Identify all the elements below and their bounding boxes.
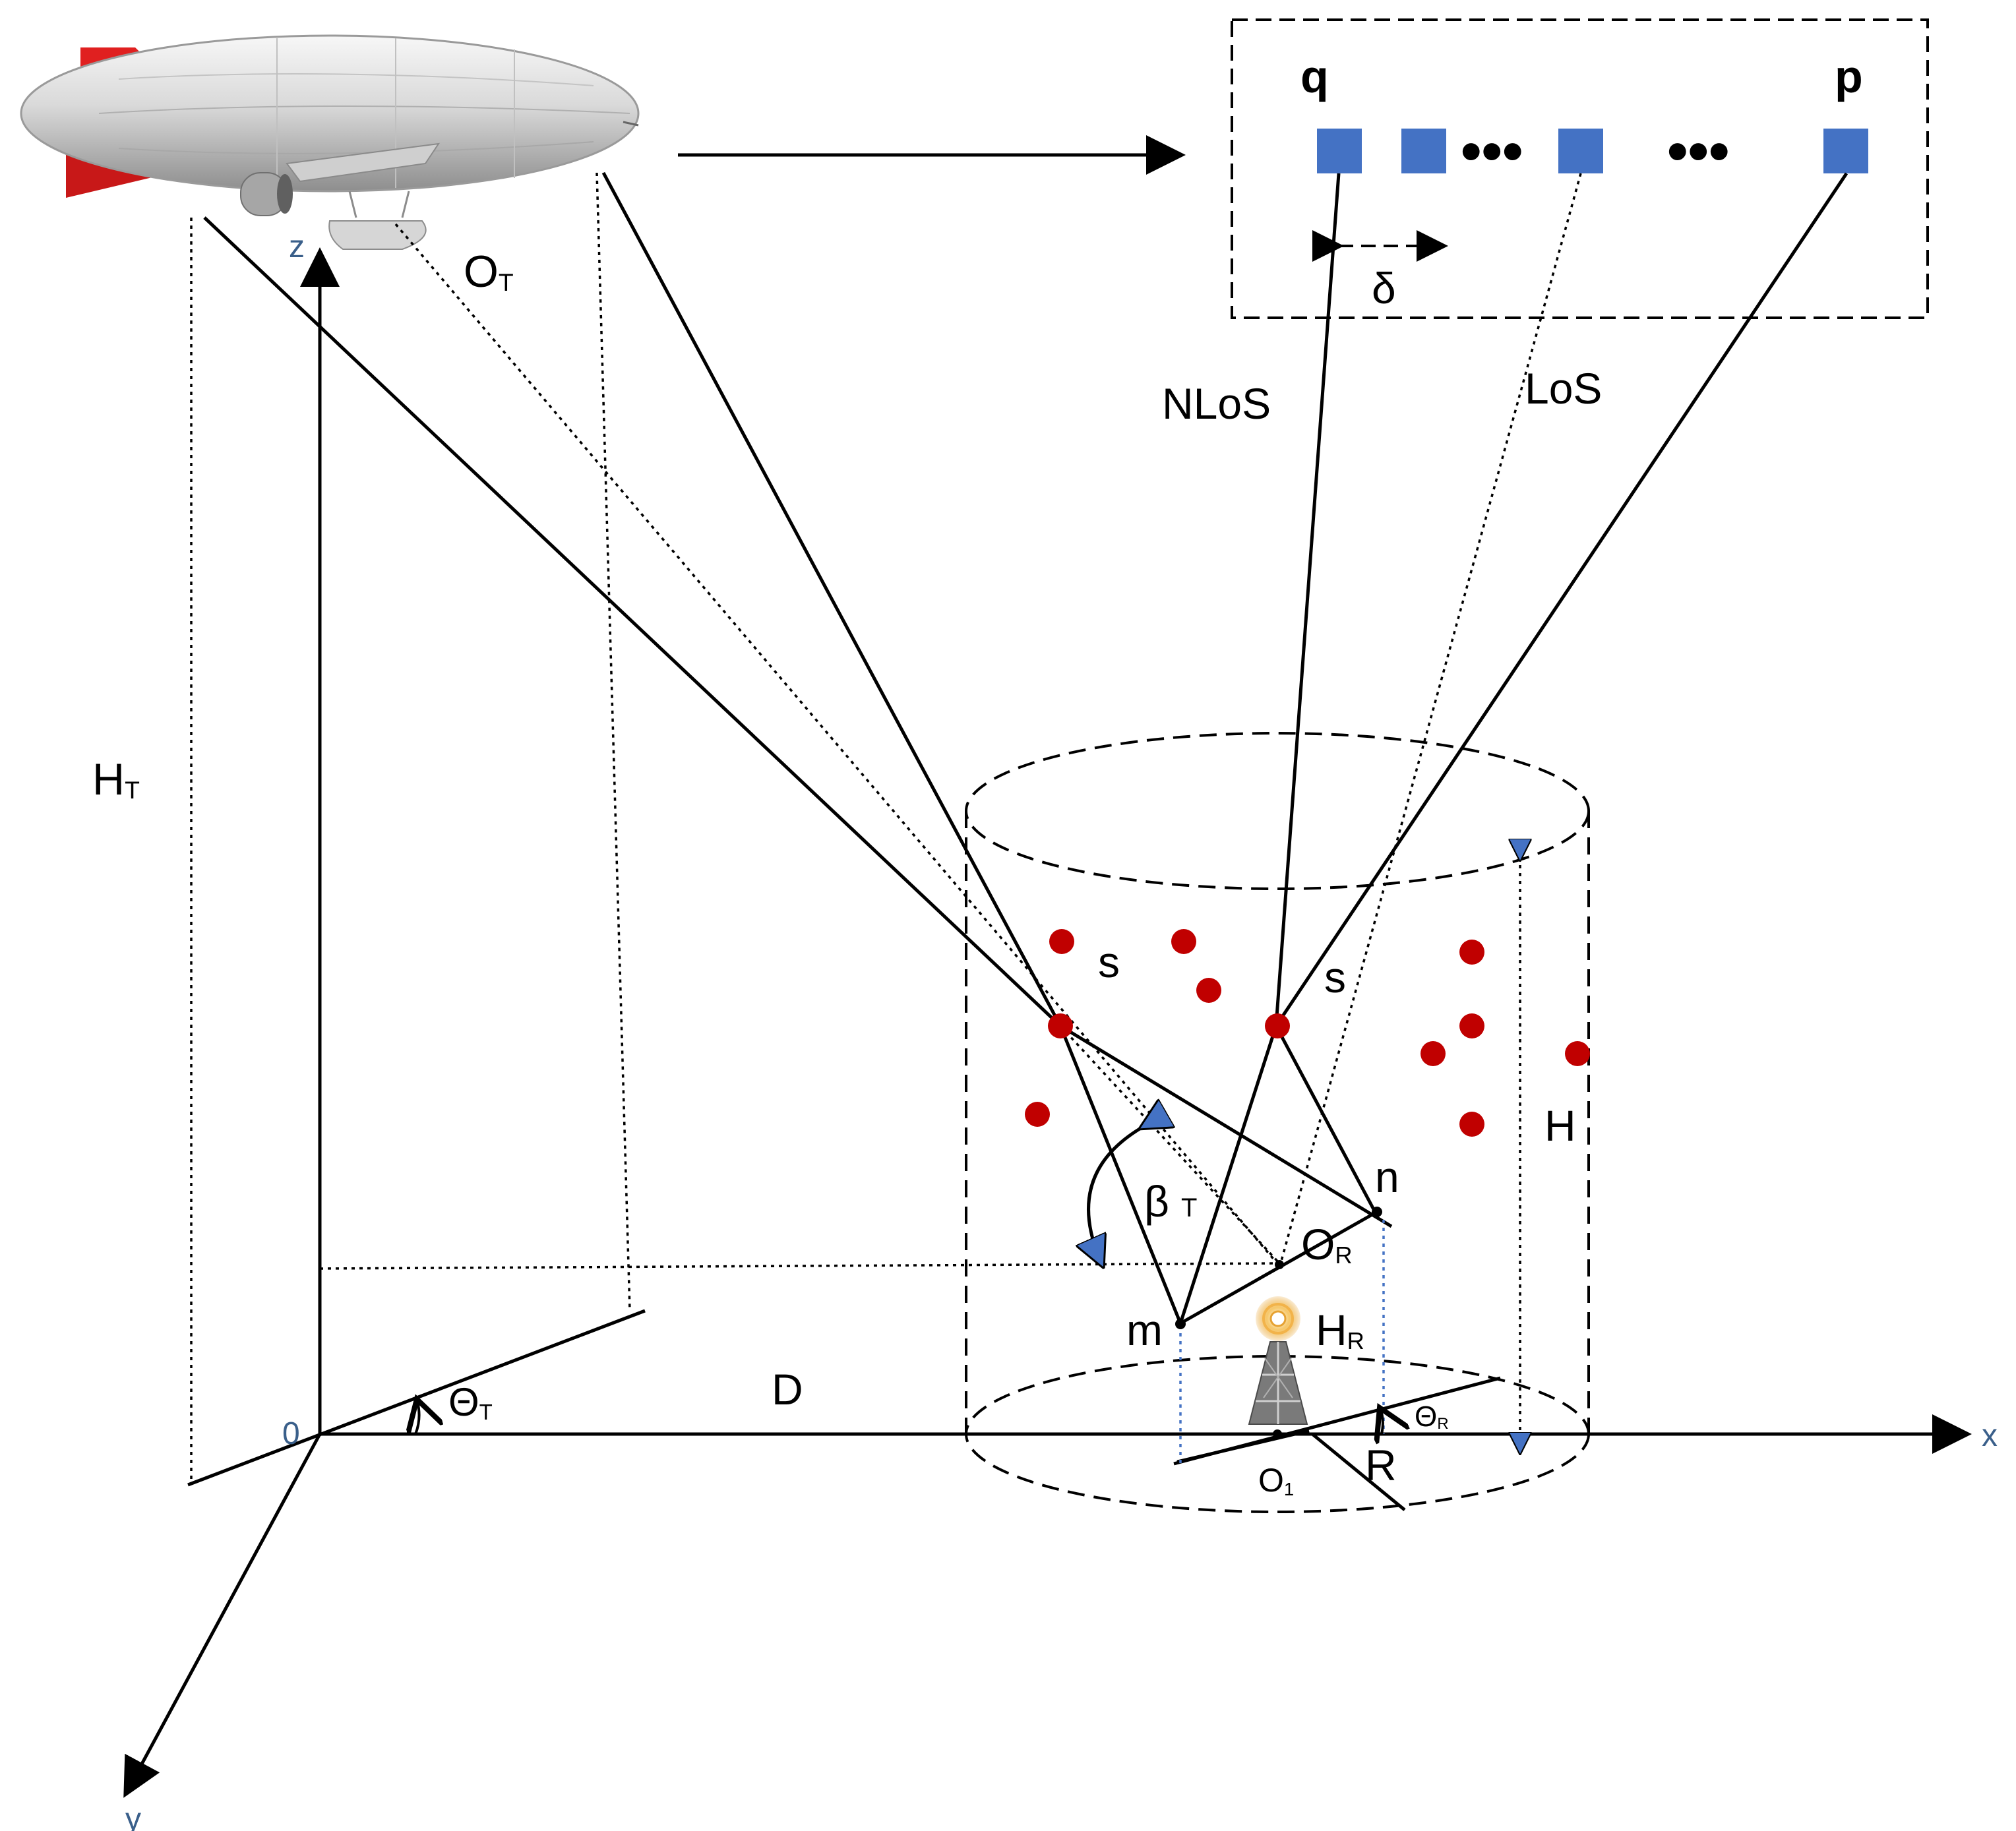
label-m: m [1126,1306,1163,1354]
axis-label-z: z [289,229,305,264]
label-LoS: LoS [1525,364,1602,413]
label-H-R: HR [1316,1306,1364,1354]
node-O-R [1275,1260,1284,1269]
scattering-cylinder [965,732,1590,1513]
antenna-element-3 [1558,129,1603,173]
scatterer [1459,1112,1484,1137]
scatterer-active-left [1048,1013,1073,1038]
label-s-right: s [1324,953,1346,1002]
label-H-T: HT [92,754,140,804]
dots-2: ••• [1667,119,1730,185]
scatterer [1459,940,1484,965]
label-H: H [1544,1101,1576,1150]
diagram-labels: z x y 0 OT HT ΘT D NLoS LoS s s H n m OR… [92,229,1998,1831]
axis-label-x: x [1982,1418,1998,1453]
label-R: R [1365,1441,1397,1489]
label-delta: δ [1372,264,1396,313]
y-axis [123,1433,322,1798]
airship-icon [20,34,640,250]
guide-lines [190,172,1281,1484]
label-s-left: s [1098,938,1120,986]
array-rays [1274,172,1848,1264]
label-theta-R: ΘR [1415,1400,1449,1433]
label-n: n [1375,1153,1399,1201]
label-p: p [1835,51,1863,102]
antenna-array-box: ••• ••• q p δ [1231,18,1929,319]
label-O-T: OT [464,247,514,297]
axis-label-y: y [125,1802,141,1831]
node-m [1175,1319,1186,1329]
antenna-element-2 [1401,129,1446,173]
scatterer [1049,929,1074,954]
scatterer [1025,1102,1050,1127]
label-O-1: O1 [1258,1462,1294,1499]
base-station-tower-icon [1248,1296,1308,1425]
node-O-1 [1273,1429,1282,1439]
scatterer [1565,1041,1590,1066]
axis-label-origin: 0 [282,1416,300,1451]
nodes [1175,1207,1382,1439]
scatterer [1196,978,1221,1003]
scatterers [1025,929,1590,1137]
scatterer [1171,929,1196,954]
dots-1: ••• [1461,119,1523,185]
theta-T-arc [415,1399,419,1434]
label-NLoS: NLoS [1162,379,1271,428]
theta-R-arc [1380,1408,1383,1434]
beta-T-arc [1089,1126,1144,1263]
antenna-element-p [1823,129,1868,173]
scatterer [1459,1013,1484,1038]
label-q: q [1300,51,1329,102]
label-D: D [772,1365,803,1414]
scatterer [1420,1041,1446,1066]
label-O-R: OR [1301,1220,1353,1269]
antenna-element-q [1317,129,1362,173]
label-theta-T: ΘT [448,1380,493,1424]
scatterer-active-right [1265,1013,1290,1038]
scatterer-geometry [1058,1024,1501,1511]
horizontal-ref-line [187,1309,646,1487]
propagation-rays [203,135,1186,1027]
coordinate-axes [123,247,1972,1798]
node-n [1372,1207,1382,1217]
